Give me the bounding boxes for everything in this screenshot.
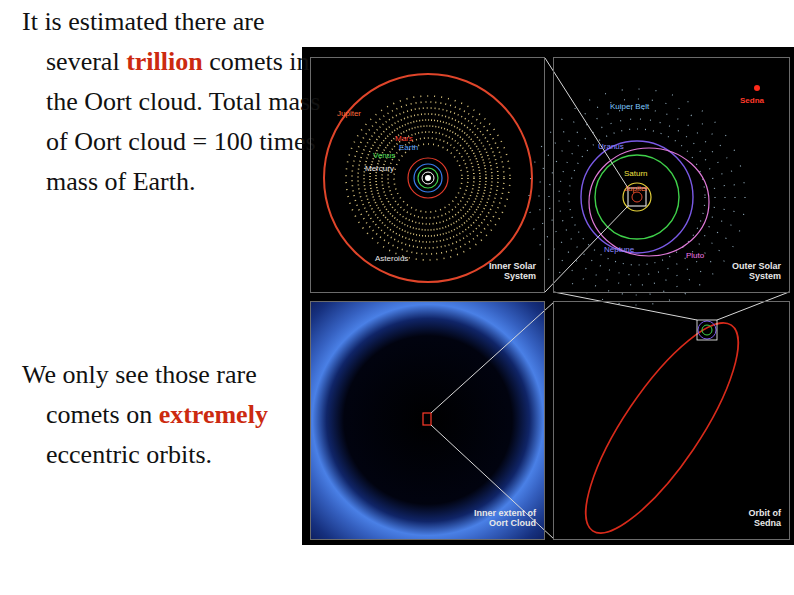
body-label: Asteroids: [375, 254, 408, 263]
mercury-orbit: [422, 172, 434, 184]
body-label: Venus: [373, 151, 395, 160]
oort-cloud-panel: Inner extent of Oort Cloud: [310, 301, 545, 540]
zoom-box: [697, 320, 717, 340]
mars-orbit: [408, 158, 448, 198]
uranus-orbit: [595, 155, 679, 239]
slide-paragraph: We only see those rare comets on extreme…: [22, 355, 322, 475]
zoom-lines: [431, 58, 789, 539]
panel-ground: [553, 301, 790, 540]
highlight-word: extremely: [159, 400, 268, 429]
highlight-word: trillion: [126, 47, 203, 76]
sedna-dot: [754, 85, 760, 91]
body-label: Earth: [399, 143, 418, 152]
body-label: Jupiter: [624, 184, 648, 193]
sun: [425, 175, 431, 181]
zoom-box: [423, 413, 431, 425]
solar-system-mini: [702, 325, 712, 335]
body-label: Mercury: [365, 164, 394, 173]
outer-solar-system-panel: Kuiper Belt SednaUranusSaturnJupiterNeptu…: [553, 57, 790, 293]
inner-solar-system-panel: JupiterMarsEarthVenusMercuryAsteroidsInn…: [310, 57, 545, 293]
body-label: Jupiter: [337, 109, 361, 118]
body-label: Sedna: [740, 96, 764, 105]
kuiper-belt: [529, 89, 745, 305]
sedna-orbit-panel: Orbit of Sedna: [553, 301, 790, 540]
panel-caption: Inner Solar System: [472, 261, 536, 281]
jupiter-orbit: [632, 192, 642, 202]
body-label: Saturn: [624, 169, 648, 178]
oort-cloud-glow: [310, 301, 545, 540]
body-label: Pluto: [686, 251, 704, 260]
body-label: Neptune: [604, 245, 634, 254]
panel-ground: [310, 57, 545, 293]
body-label: Kuiper Belt: [610, 102, 649, 111]
jupiter-orbit: [324, 74, 532, 282]
venus-orbit: [418, 168, 438, 188]
neptune-orbit: [581, 141, 693, 253]
panel-caption: Outer Solar System: [717, 261, 781, 281]
pluto-orbit: [589, 148, 709, 256]
solar-system-mini: [698, 321, 716, 339]
sedna-orbit: [561, 304, 763, 552]
asteroid-belt: [346, 96, 510, 260]
body-label: Mars: [395, 134, 413, 143]
panel-ground: [553, 57, 790, 293]
panel-caption: Orbit of Sedna: [737, 508, 781, 528]
image-frame: [302, 47, 794, 545]
slide-paragraph: It is estimated there are several trilli…: [22, 2, 322, 202]
earth-orbit: [414, 164, 442, 192]
body-label: Uranus: [598, 142, 624, 151]
body-text: eccentric orbits.: [46, 440, 212, 469]
panel-caption: Inner extent of Oort Cloud: [466, 508, 536, 528]
